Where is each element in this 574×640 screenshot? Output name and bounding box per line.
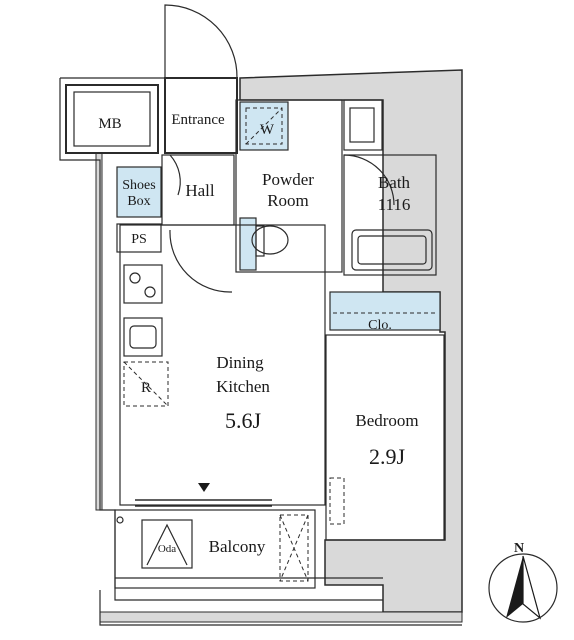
hall-area: Hall [161,154,235,226]
ps-box: PS [116,223,162,253]
shoes-box-label-1: Shoes [122,178,155,193]
balcony-label: Balcony [209,537,266,556]
bath-room: Bath 1116 [343,99,437,276]
closet: Clo. [329,291,441,333]
closet-label: Clo. [368,318,392,333]
balcony-storage [279,514,309,582]
sink-icon [349,107,375,143]
refrigerator-label: R [141,380,151,396]
bath-label-1: Bath [378,173,411,192]
dk-door-swing [169,229,233,293]
bedroom-label: Bedroom [355,411,418,430]
powder-room-label-1: Powder [262,170,314,189]
dining-kitchen: R Dining Kitchen 5.6J [119,224,326,507]
compass-needle-icon [506,556,523,618]
bath-door-swing [343,154,395,206]
bedroom-sliding-door [329,477,345,525]
hall-door-swing [169,154,181,196]
outdoor-unit-label: Oda [158,543,176,555]
outer-outline [59,77,462,626]
kitchen-sink-icon [123,317,163,357]
refrigerator-space [123,361,169,407]
bathtub-icon [351,229,433,271]
outdoor-unit-box [141,519,193,569]
hall-label: Hall [185,181,215,200]
mb-room: MB [65,84,159,154]
entrance-door-swing [164,4,238,79]
toilet-icon [251,225,289,255]
dining-kitchen-size: 5.6J [225,408,262,433]
compass-circle-icon [488,553,558,623]
bedroom-size: 2.9J [369,444,406,469]
powder-room: Powder Room [235,99,343,273]
entrance-label: Entrance [171,112,225,128]
mb-label: MB [98,116,121,132]
entrance-area: Entrance [164,4,238,154]
balcony: Oda Balcony [114,509,383,589]
stove-icon [123,264,163,304]
bedroom: Bedroom 2.9J [325,334,445,541]
washer-space: W [239,101,289,151]
bath-label-2: 1116 [378,195,411,214]
shoes-box-label-2: Box [127,194,150,209]
powder-room-label-2: Room [267,191,309,210]
washer-label: W [260,122,275,138]
shoes-box: Shoes Box [116,166,162,218]
north-label: N [514,541,524,556]
ps-label: PS [131,232,147,247]
compass: N [488,541,558,623]
dining-kitchen-label-1: Dining [216,353,264,372]
entry-arrow-icon [198,483,210,492]
dining-kitchen-label-2: Kitchen [216,377,270,396]
